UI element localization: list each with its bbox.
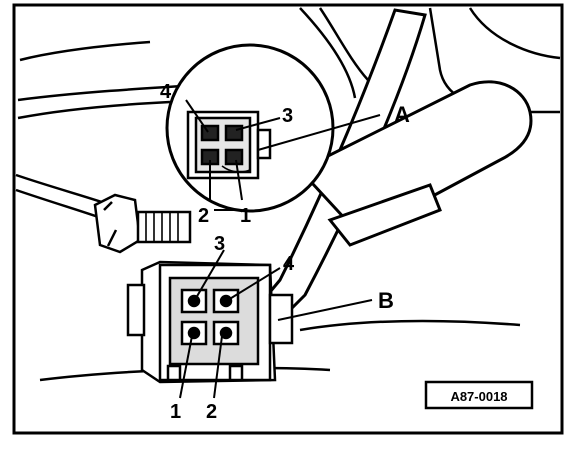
label-b: B (378, 288, 394, 313)
label-a-pin-4: 4 (160, 81, 172, 103)
label-a-pin-1: 1 (240, 205, 251, 227)
leader-a (257, 114, 381, 151)
label-b-pin-4: 4 (283, 253, 295, 275)
reference-code: A87-0018 (450, 389, 507, 404)
label-a-pin-2: 2 (198, 205, 209, 227)
leader-a-4 (185, 99, 209, 133)
hex-bolt (93, 193, 192, 254)
label-b-pin-2: 2 (206, 401, 217, 423)
leader-b-4 (227, 267, 281, 301)
label-a-pin-3: 3 (282, 105, 293, 127)
leader-a-3 (235, 117, 281, 131)
label-b-pin-3: 3 (214, 233, 225, 255)
leader-b-2 (213, 335, 223, 399)
leader-lines (179, 99, 381, 399)
leader-b-3 (195, 249, 225, 299)
leader-a-1 (235, 159, 243, 201)
reference-code-box: A87-0018 (424, 380, 534, 410)
leader-b-1 (179, 335, 193, 399)
leader-b (277, 299, 373, 321)
magnified-inset (165, 43, 335, 213)
label-b-pin-1: 1 (170, 401, 181, 423)
connector-b (126, 260, 294, 384)
label-a: A (394, 102, 410, 127)
